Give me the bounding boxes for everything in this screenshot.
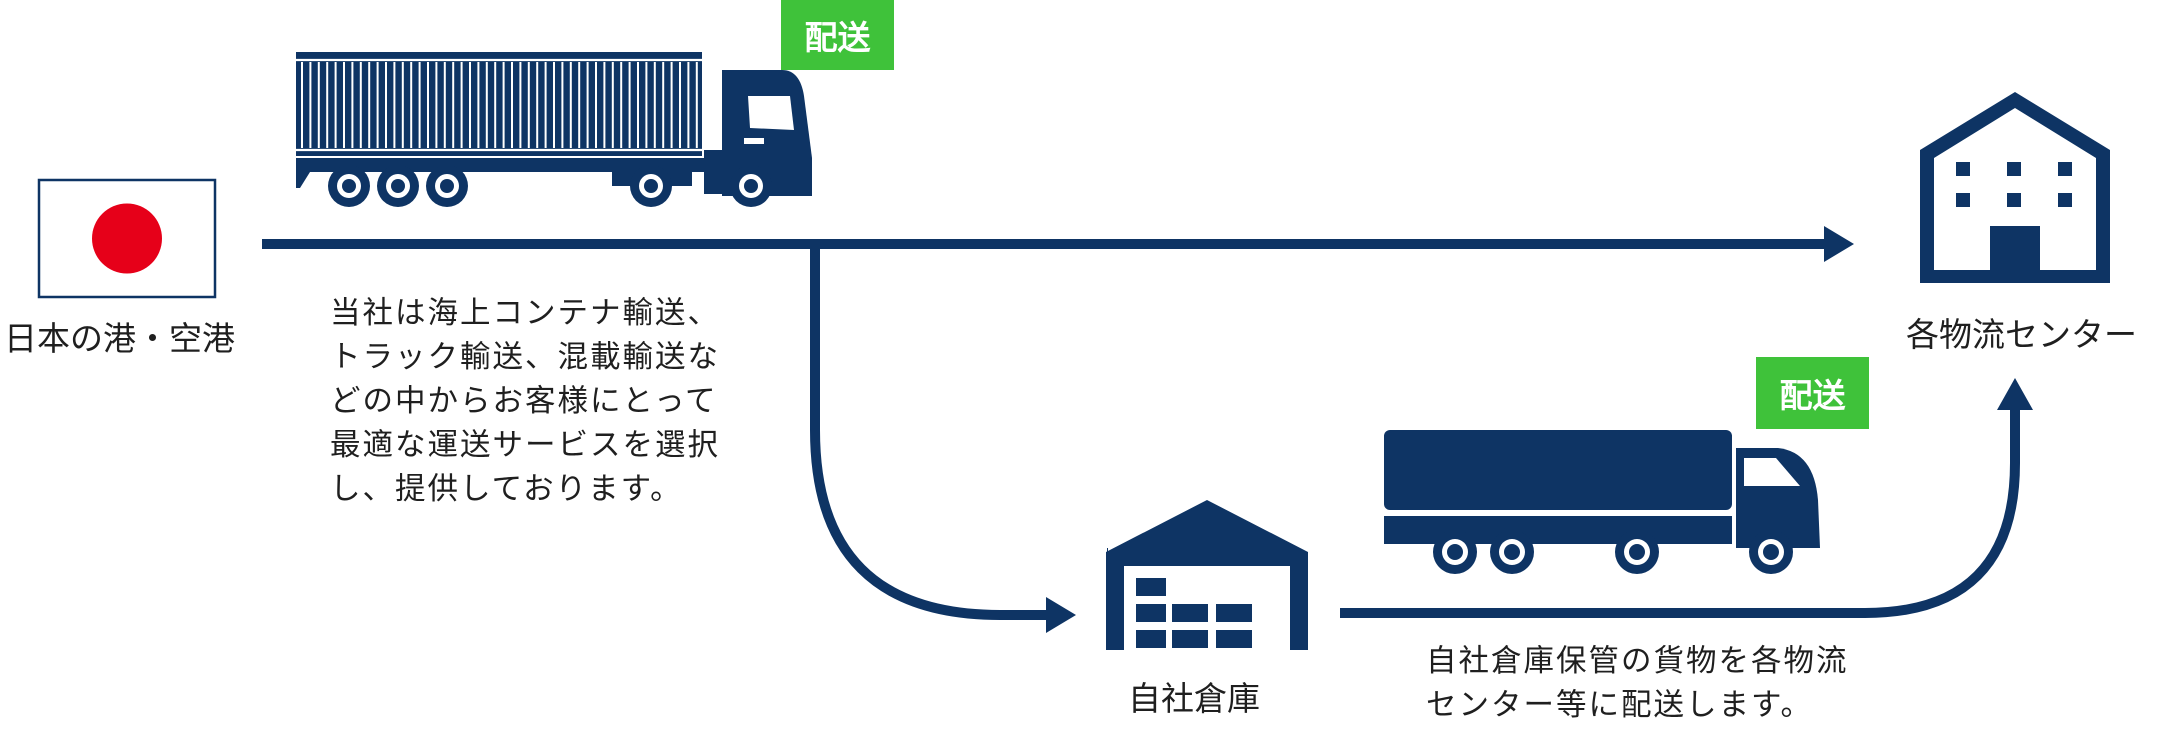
description-line: 当社は海上コンテナ輸送、	[330, 296, 720, 331]
top-route-description: 当社は海上コンテナ輸送、 トラック輸送、混載輸送な どの中からお客様にとって 最…	[330, 292, 720, 512]
description-line: 自社倉庫保管の貨物を各物流	[1426, 644, 1849, 679]
warehouse-icon	[1106, 500, 1308, 650]
origin-label: 日本の港・空港	[4, 319, 235, 358]
container-truck-icon	[296, 52, 812, 207]
top-delivery-badge: 配送	[781, 0, 894, 70]
main-route-arrow	[262, 226, 1854, 262]
description-line: センター等に配送します。	[1426, 688, 1813, 723]
bottom-route-description: 自社倉庫保管の貨物を各物流 センター等に配送します。	[1426, 640, 1849, 728]
japan-flag-icon	[37, 178, 217, 299]
description-line: し、提供しております。	[330, 472, 683, 507]
box-truck-icon	[1384, 430, 1820, 574]
bottom-delivery-badge: 配送	[1756, 357, 1869, 429]
distribution-center-building-icon	[1920, 92, 2110, 283]
description-line: トラック輸送、混載輸送な	[330, 340, 720, 375]
description-line: どの中からお客様にとって	[330, 384, 718, 419]
top-delivery-badge-label: 配送	[804, 18, 871, 57]
delivery-route-arrow	[1340, 378, 2033, 618]
description-line: 最適な運送サービスを選択	[330, 428, 720, 463]
bottom-delivery-badge-label: 配送	[1779, 376, 1846, 415]
destination-label: 各物流センター	[1906, 315, 2137, 354]
branch-route-arrow	[810, 244, 1076, 633]
warehouse-label: 自社倉庫	[1128, 679, 1260, 718]
